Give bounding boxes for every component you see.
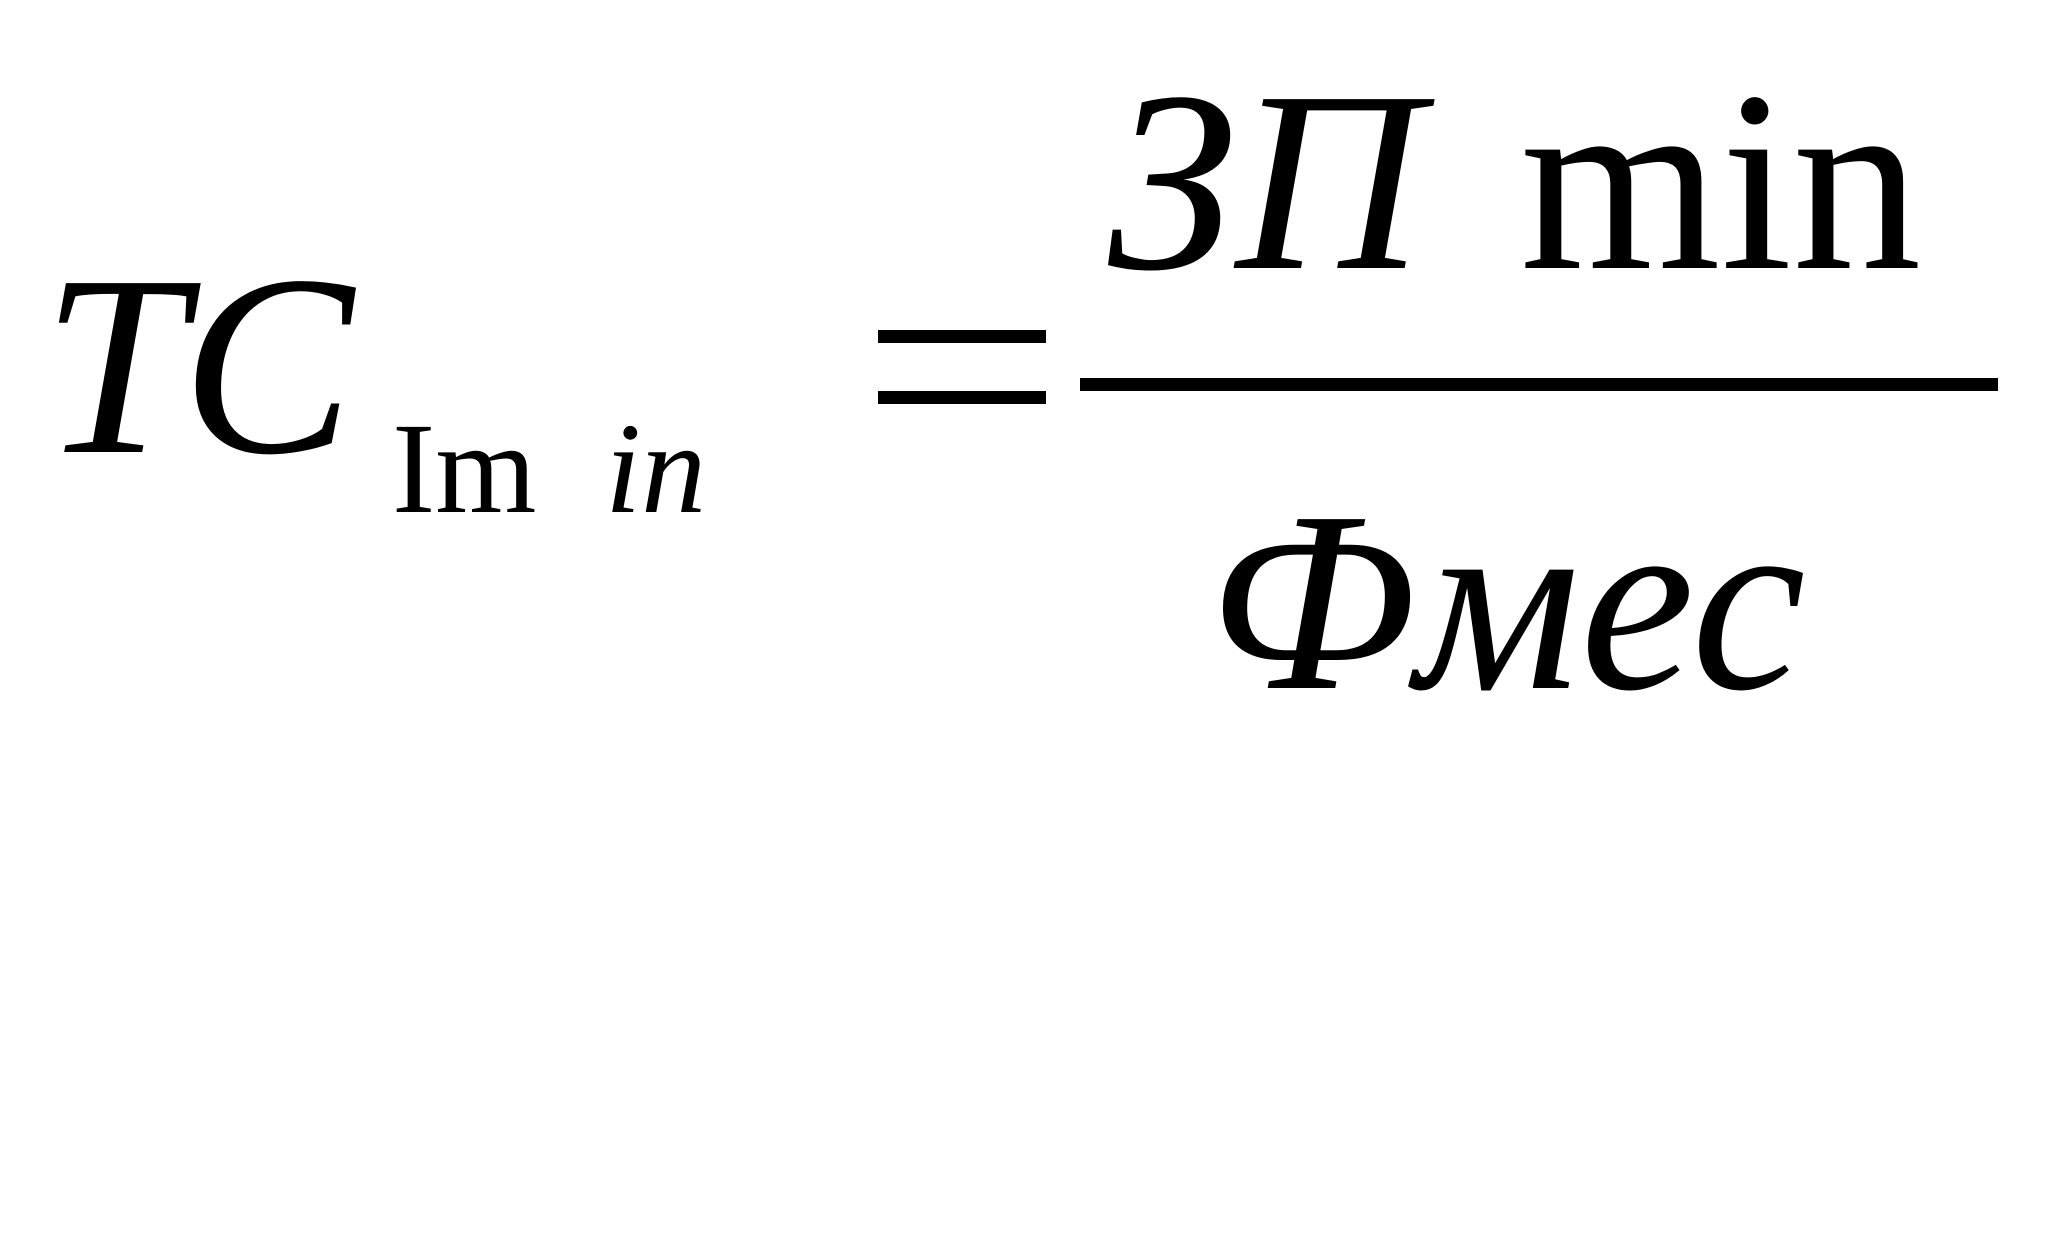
equals-sign-bottom-bar bbox=[878, 391, 1046, 404]
lhs-subscript-upright: Im bbox=[392, 397, 537, 541]
fraction-line bbox=[1080, 378, 1998, 391]
numerator-italic: ЗП bbox=[1108, 38, 1423, 324]
lhs-subscript-italic: in bbox=[605, 397, 707, 541]
denominator: Фмес bbox=[1208, 458, 1806, 744]
lhs-symbol: TC bbox=[42, 222, 354, 508]
equals-sign-top-bar bbox=[878, 330, 1046, 343]
numerator-upright: min bbox=[1520, 38, 1922, 324]
